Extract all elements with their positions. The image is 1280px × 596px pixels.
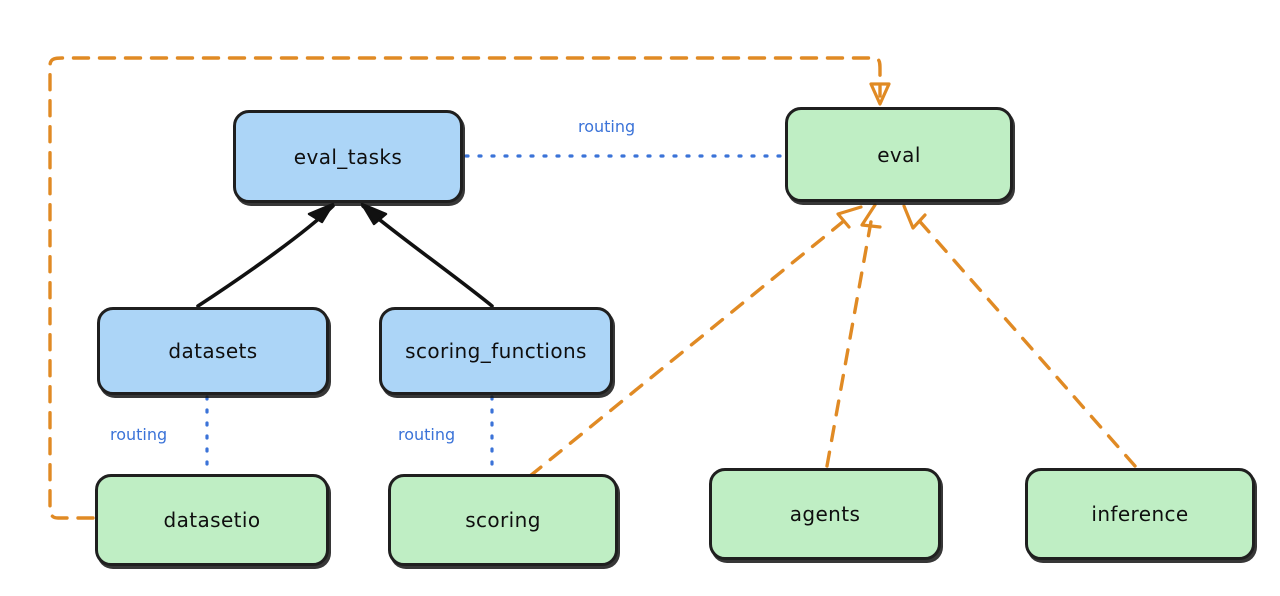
node-scoring[interactable]: scoring (388, 474, 618, 566)
edge-scoring_functions-eval_tasks (360, 202, 494, 308)
node-eval[interactable]: eval (785, 107, 1013, 202)
node-label: scoring (465, 508, 541, 532)
node-eval-tasks[interactable]: eval_tasks (233, 110, 463, 203)
node-datasetio[interactable]: datasetio (95, 474, 329, 566)
edge-agents-eval (825, 203, 882, 468)
edge-label-routing-scoring: routing (398, 425, 456, 444)
node-agents[interactable]: agents (709, 468, 941, 560)
edge-datasets-eval_tasks (196, 202, 335, 308)
node-label: eval_tasks (293, 144, 403, 169)
edge-datasetio-eval (48, 56, 891, 520)
node-label: eval (877, 142, 921, 167)
node-datasets[interactable]: datasets (97, 307, 329, 395)
node-label: datasets (168, 339, 258, 363)
node-label: scoring_functions (405, 339, 587, 363)
node-label: inference (1091, 502, 1189, 526)
node-label: datasetio (163, 508, 261, 532)
edge-label-routing-datasetio: routing (110, 425, 168, 444)
node-scoring-functions[interactable]: scoring_functions (379, 307, 613, 395)
node-inference[interactable]: inference (1025, 468, 1255, 560)
edge-inference-eval (902, 204, 1137, 468)
node-label: agents (789, 502, 861, 526)
edge-label-routing-eval: routing (578, 117, 636, 136)
edge-scoring-eval (528, 205, 863, 478)
